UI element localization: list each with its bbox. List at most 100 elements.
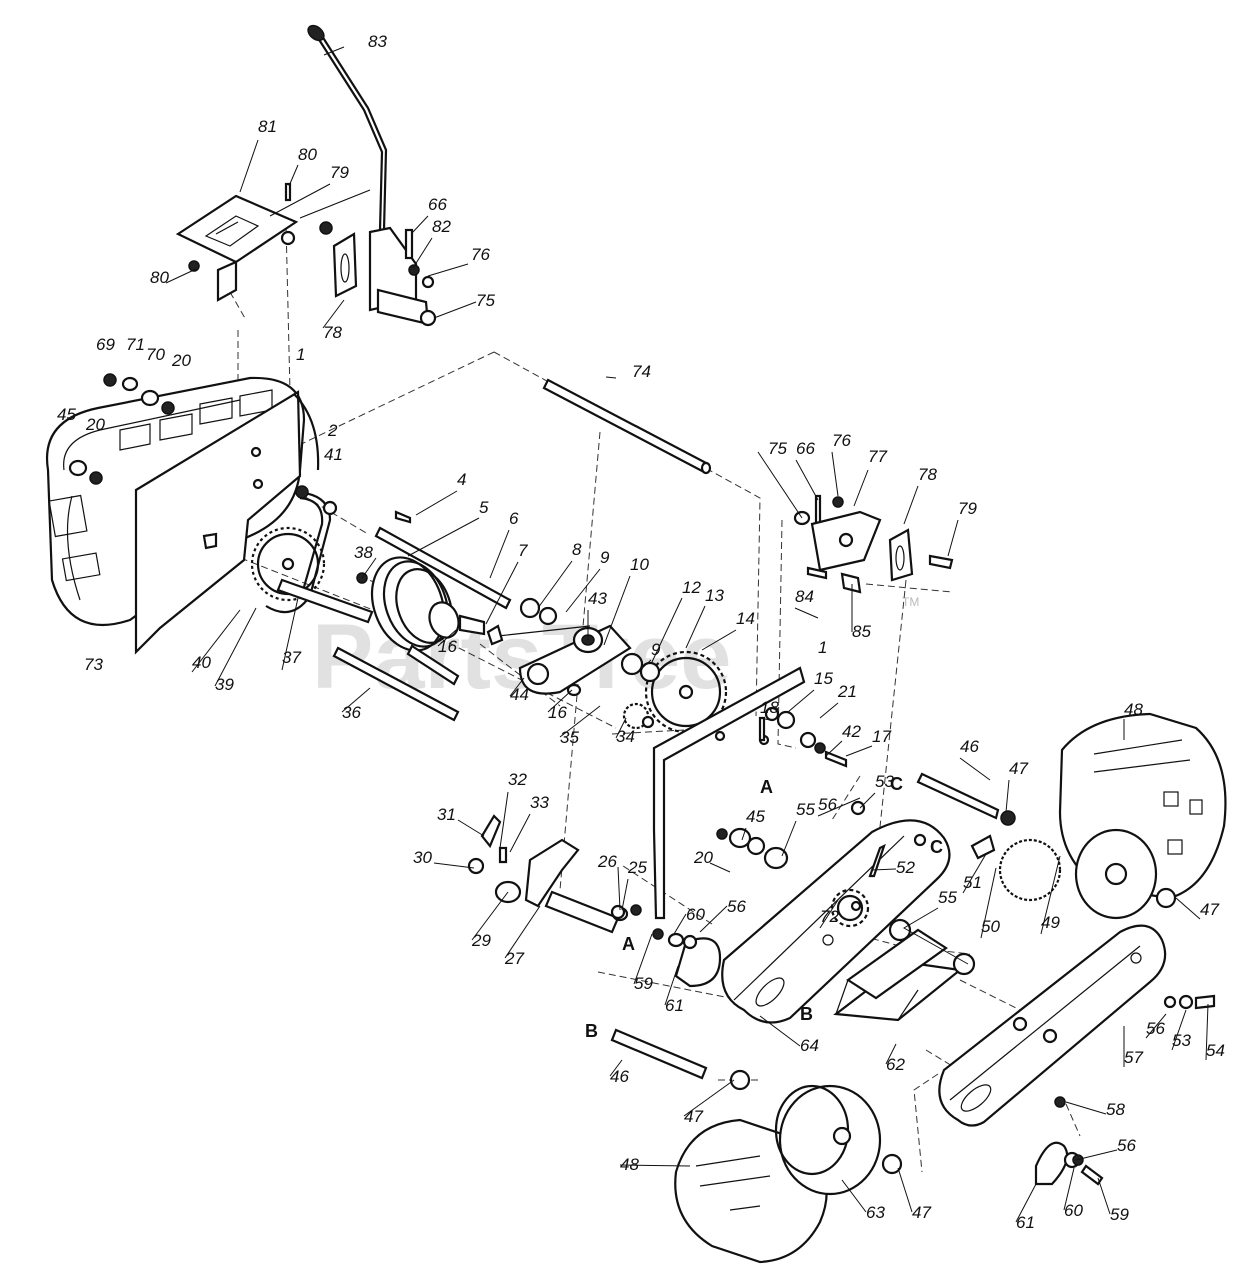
leader-line xyxy=(853,469,869,507)
leader-line xyxy=(485,561,519,625)
leader-line xyxy=(603,575,631,646)
cover-plate-61 xyxy=(652,928,722,988)
leader-line xyxy=(547,689,573,713)
leader-line xyxy=(819,702,839,719)
leader-line xyxy=(1015,1183,1037,1223)
leader-line xyxy=(323,46,345,56)
part-number-callout: 53 xyxy=(875,772,894,791)
part-number-callout: 13 xyxy=(705,586,724,605)
leader-line xyxy=(1005,779,1010,813)
leader-line xyxy=(605,376,617,379)
leader-line xyxy=(214,607,257,687)
part-number-callout: 66 xyxy=(796,439,815,458)
leader-line xyxy=(633,933,653,985)
part-number-callout: 56 xyxy=(727,897,746,916)
part-number-callout: 47 xyxy=(684,1107,703,1126)
leader-line xyxy=(1145,1013,1167,1039)
leader-line xyxy=(794,607,819,619)
axle-37 xyxy=(276,578,374,624)
drive-pulley-5 xyxy=(356,510,486,652)
leader-line xyxy=(269,183,331,217)
leader-line xyxy=(831,451,839,497)
part-number-callout: 78 xyxy=(323,323,342,342)
leader-line xyxy=(819,899,839,929)
leader-line xyxy=(962,853,987,894)
part-number-callout: 78 xyxy=(918,465,937,484)
part-number-callout: 41 xyxy=(324,445,343,464)
section-letter: A xyxy=(622,934,635,954)
part-number-callout: 66 xyxy=(428,195,447,214)
leader-line xyxy=(685,605,706,649)
right-wheel-49 xyxy=(916,712,1227,920)
part-number-callout: 29 xyxy=(471,931,491,950)
part-number-callout: 37 xyxy=(282,648,301,667)
leader-line xyxy=(191,609,241,673)
shaft-36 xyxy=(332,644,460,722)
leader-line xyxy=(664,965,679,1006)
part-number-callout: 51 xyxy=(963,873,982,892)
gear-14 xyxy=(620,650,728,734)
leader-line xyxy=(1205,1003,1209,1061)
leader-line xyxy=(437,629,457,647)
sprocket-72 xyxy=(830,843,886,928)
part-number-callout: 20 xyxy=(171,351,191,370)
part-number-callout: 83 xyxy=(368,32,387,51)
part-number-callout: 47 xyxy=(1009,759,1028,778)
leader-line xyxy=(509,813,531,853)
part-number-callout: 77 xyxy=(868,447,887,466)
part-number-callout: 59 xyxy=(1110,1205,1129,1224)
part-number-callout: 69 xyxy=(96,335,115,354)
right-hardware xyxy=(758,706,848,768)
part-number-callout: 64 xyxy=(800,1036,819,1055)
callout-leader-lines xyxy=(165,46,1209,1223)
leader-line xyxy=(817,797,861,817)
section-letter: B xyxy=(585,1021,598,1041)
part-number-callout: 26 xyxy=(597,852,617,871)
leader-line xyxy=(651,597,683,663)
part-number-callout: 43 xyxy=(588,589,607,608)
leader-line xyxy=(499,791,509,849)
leader-line xyxy=(1040,855,1061,935)
shift-plate-81 xyxy=(175,182,371,302)
part-number-callout: 60 xyxy=(686,905,705,924)
part-number-callout: 82 xyxy=(432,217,451,236)
part-number-callout: 47 xyxy=(1200,900,1219,919)
part-number-callout: 50 xyxy=(981,917,1000,936)
leader-line xyxy=(621,878,629,911)
part-number-callout: 85 xyxy=(852,622,871,641)
leader-line xyxy=(701,629,737,651)
chain-case-57 xyxy=(938,924,1167,1127)
part-number-callout: 54 xyxy=(1206,1041,1225,1060)
part-number-callout: 56 xyxy=(818,795,837,814)
shaft-6 xyxy=(374,526,512,610)
part-number-callout: 74 xyxy=(632,362,651,381)
chain-sprocket-39 xyxy=(250,485,338,614)
leader-line xyxy=(559,705,601,738)
part-number-callout: 7 xyxy=(518,541,528,560)
part-number-callout: 34 xyxy=(616,727,635,746)
part-number-callout: 48 xyxy=(1124,700,1143,719)
mount-bracket-62 xyxy=(833,918,976,1022)
leader-line xyxy=(322,299,345,329)
part-number-callout: 53 xyxy=(1172,1031,1191,1050)
part-number-callout: 4 xyxy=(457,470,466,489)
leader-line xyxy=(759,717,771,721)
leader-line xyxy=(903,485,919,525)
part-number-callout: 30 xyxy=(413,848,432,867)
part-number-callout: 46 xyxy=(610,1067,629,1086)
part-number-callout: 40 xyxy=(192,653,211,672)
part-number-callout: 47 xyxy=(912,1203,931,1222)
part-number-callout: 57 xyxy=(1124,1048,1143,1067)
leader-line xyxy=(673,913,687,935)
part-number-callout: 17 xyxy=(872,727,891,746)
section-letter: A xyxy=(760,777,773,797)
part-number-callout: 81 xyxy=(258,117,277,136)
watermark-trademark: TM xyxy=(902,595,919,609)
part-number-callout: 63 xyxy=(866,1203,885,1222)
leader-line xyxy=(489,529,510,579)
leader-line xyxy=(427,263,469,277)
section-letter: B xyxy=(800,1004,813,1024)
part-number-callout: 39 xyxy=(215,675,234,694)
bracket-44 xyxy=(486,597,632,697)
